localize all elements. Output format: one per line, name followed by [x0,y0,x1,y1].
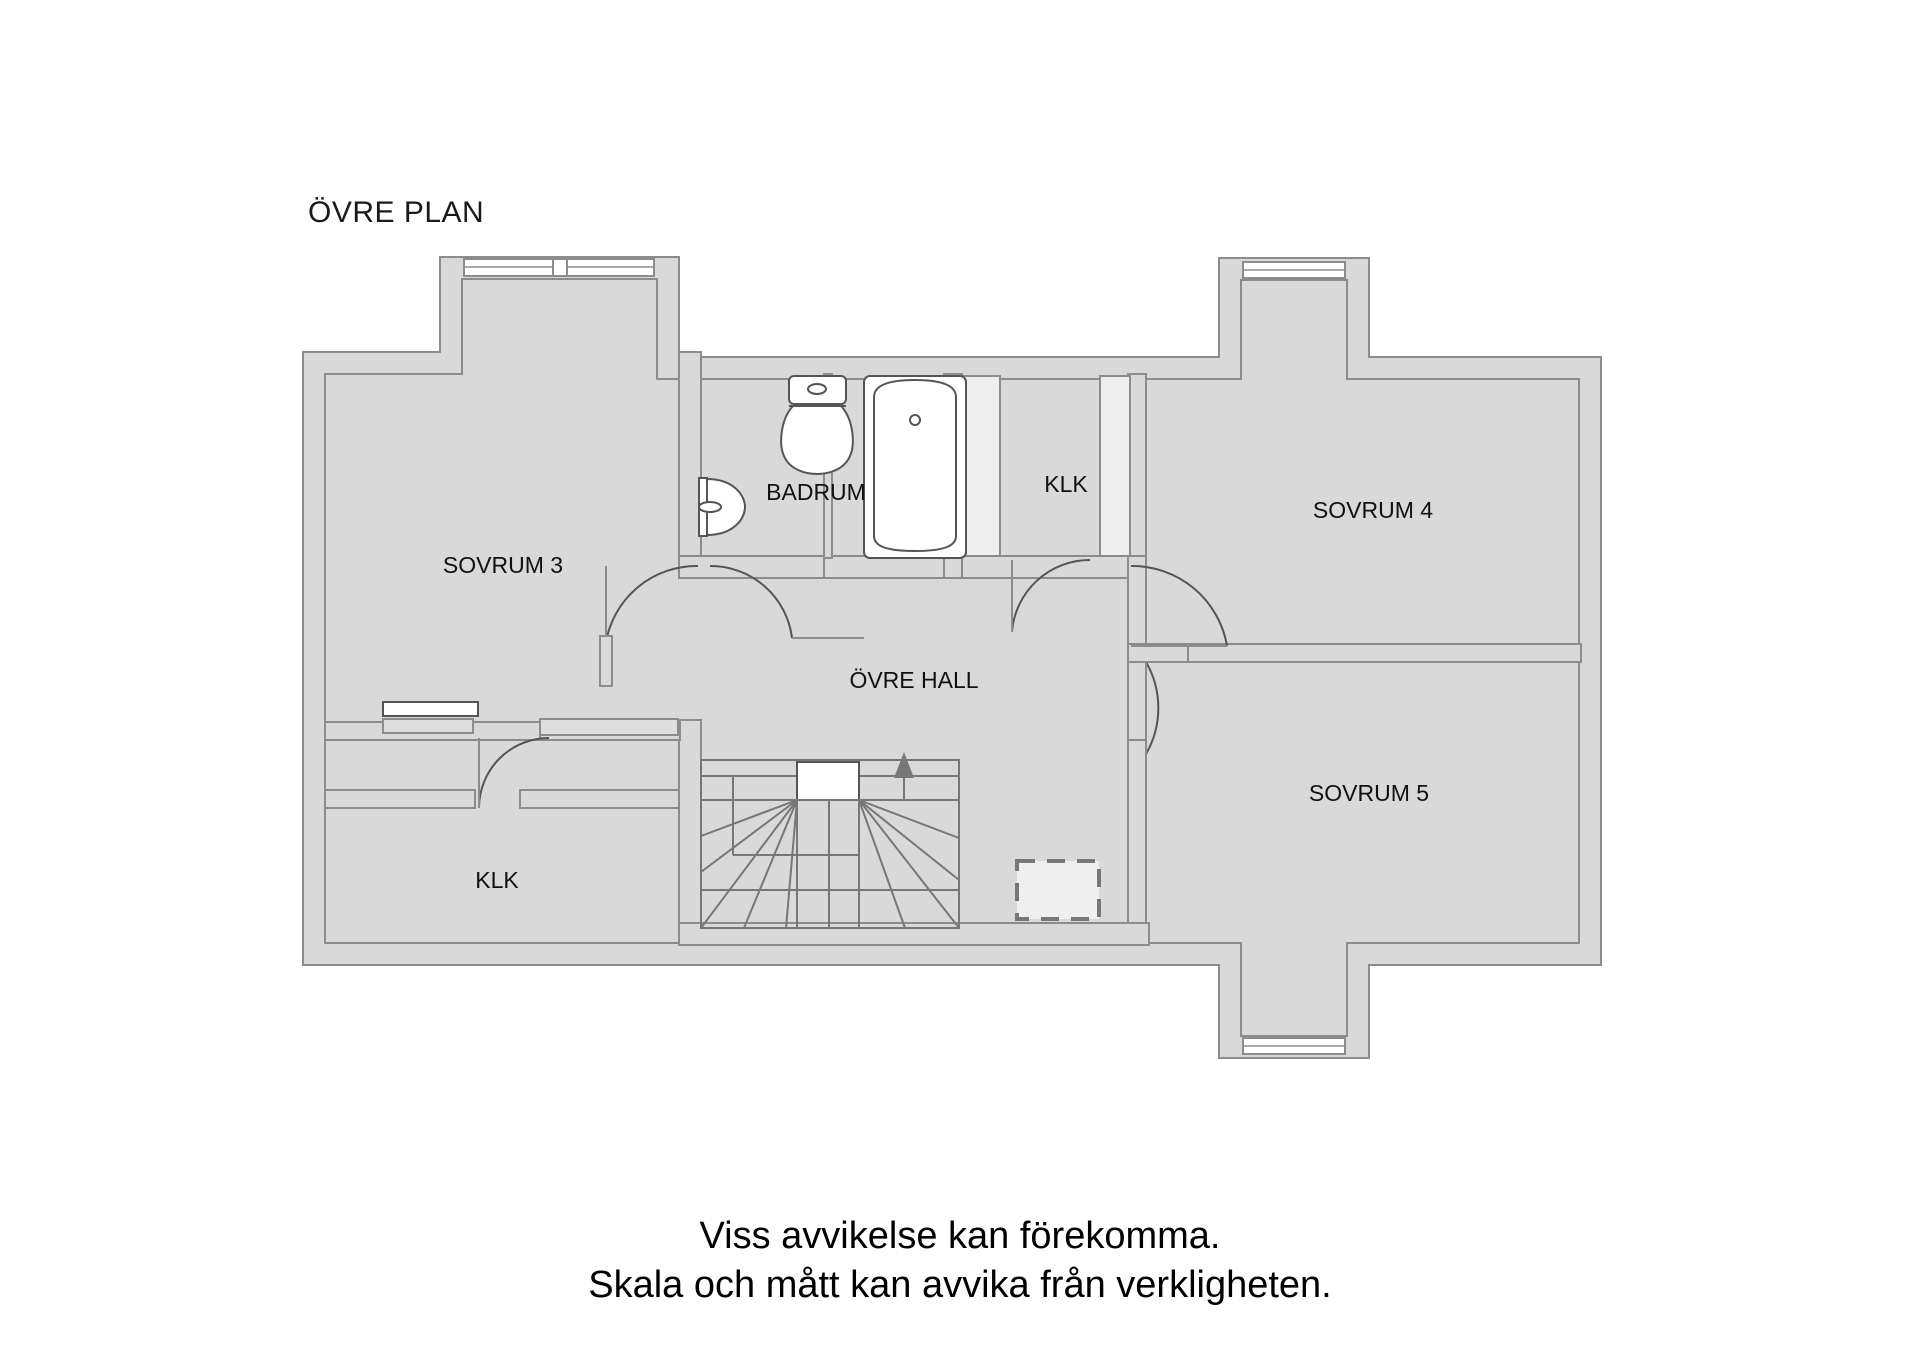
room-label-sovrum4: SOVRUM 4 [1313,497,1433,523]
room-label-sovrum3: SOVRUM 3 [443,552,563,578]
disclaimer-line-2: Skala och mått kan avvika från verklighe… [588,1264,1332,1307]
bathtub-icon [863,375,967,559]
window-icon [1242,261,1346,279]
dashed-area-icon [1015,859,1101,921]
door-swing-icon [1130,564,1228,647]
doors [478,558,1228,809]
exterior-walls [302,256,1602,1059]
door-swing-icon [599,564,699,687]
door-swing-icon [1011,558,1091,633]
disclaimer: Viss avvikelse kan förekomma. Skala och … [0,1212,1920,1311]
page-title: ÖVRE PLAN [308,196,485,229]
window-icon [463,258,655,277]
up-arrow-icon [894,752,914,800]
shelf-icon [382,701,479,717]
door-swing-icon [478,737,550,809]
wardrobe-icon [539,718,679,736]
toilet-icon [780,375,854,476]
door-swing-icon [709,564,864,639]
wardrobe-shelves [382,375,1131,736]
room-label-ovre-hall: ÖVRE HALL [849,667,978,693]
bathroom-fixtures [698,375,967,559]
wardrobe-icon [1099,375,1131,557]
room-label-klk-lower: KLK [475,867,519,893]
sink-icon [698,477,747,537]
disclaimer-line-1: Viss avvikelse kan förekomma. [699,1215,1221,1257]
wardrobe-icon [382,718,474,734]
room-label-badrum: BADRUM [766,479,866,505]
wardrobe-icon [961,375,1001,557]
room-label-klk-upper: KLK [1044,471,1088,497]
windows [463,258,1346,1055]
stairs-icon [700,752,960,929]
window-icon [1242,1037,1346,1055]
room-label-sovrum5: SOVRUM 5 [1309,780,1429,806]
room-labels: SOVRUM 3 BADRUM KLK SOVRUM 4 ÖVRE HALL S… [443,471,1433,893]
door-swing-icon [1145,661,1160,755]
